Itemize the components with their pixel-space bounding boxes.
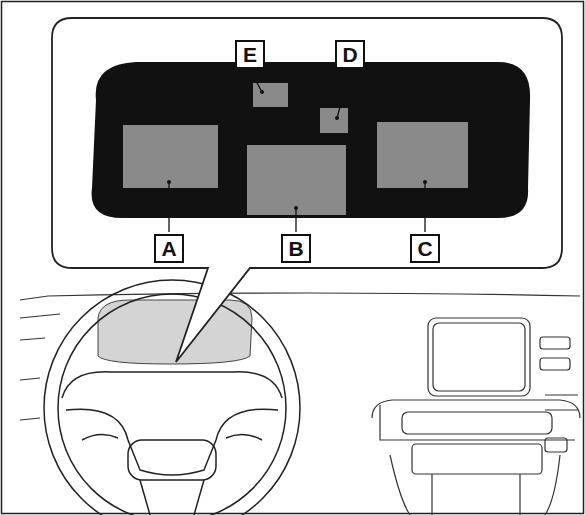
display-area-e — [253, 83, 288, 107]
callout-letter: E — [235, 40, 265, 69]
steering-wheel — [44, 280, 300, 515]
callout-letter: A — [154, 234, 184, 263]
display-area-b — [247, 145, 346, 215]
display-area-c — [377, 122, 468, 188]
callout-letter: B — [281, 234, 311, 263]
leader-dots — [167, 90, 427, 210]
leader-lines — [169, 70, 425, 232]
callout-letter: D — [335, 40, 365, 69]
callout-bubble — [52, 18, 562, 362]
display-area-d — [320, 108, 348, 133]
instrument-cluster — [92, 62, 531, 218]
callout-letter: C — [410, 234, 440, 263]
display-area-a — [123, 125, 218, 188]
